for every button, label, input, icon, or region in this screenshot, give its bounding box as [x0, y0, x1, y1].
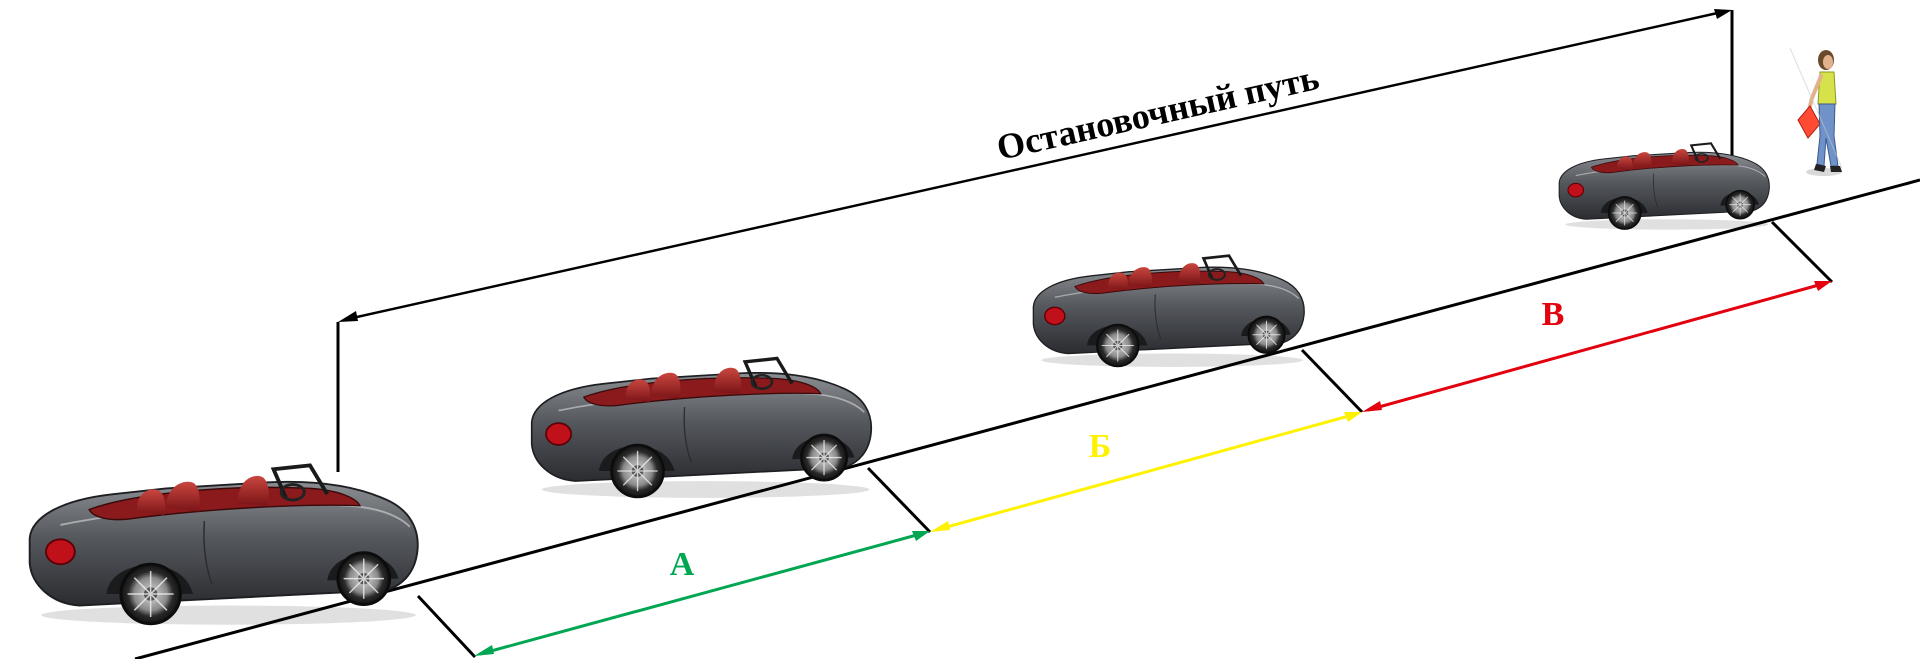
segment-b-arrow — [930, 412, 1362, 532]
segment-b-label: Б — [1089, 428, 1111, 465]
marker-tick-4 — [1770, 220, 1834, 284]
segment-a-arrow — [474, 531, 930, 656]
marker-tick-1 — [416, 594, 477, 659]
marker-tick-2 — [866, 466, 932, 534]
segment-a-label: А — [670, 546, 695, 583]
segment-c-label: В — [1542, 296, 1565, 333]
stopping-distance-bracket — [336, 9, 1734, 472]
car-icon — [1558, 142, 1771, 231]
car-icon — [530, 356, 873, 500]
car-icon — [27, 463, 420, 627]
pedestrian-icon — [1789, 47, 1843, 176]
marker-tick-3 — [1300, 348, 1364, 414]
car-icon — [1032, 254, 1306, 369]
segment-c-arrow — [1362, 281, 1832, 412]
road-edge-line — [134, 178, 1920, 659]
